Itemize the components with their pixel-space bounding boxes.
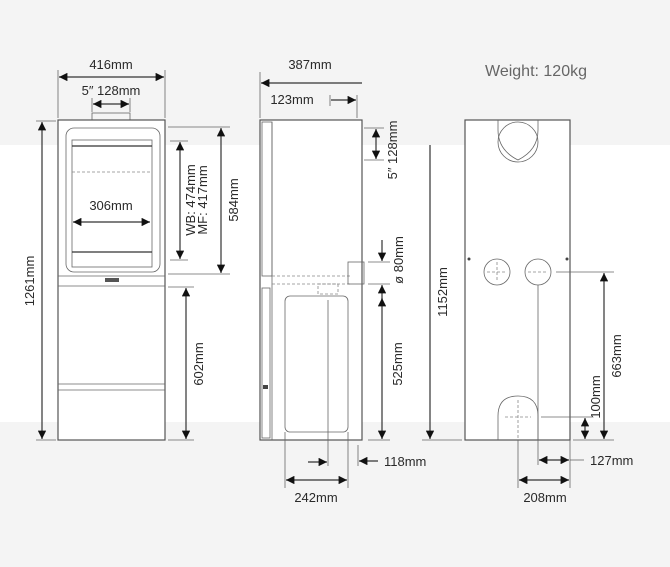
glass-height-mf-label: MF: 417mm <box>195 165 210 234</box>
front-view: 416mm 5″ 128mm 1261mm 306mm WB: 474mm MF… <box>22 57 241 441</box>
front-height-label: 1261mm <box>22 256 37 307</box>
rear-inlet-offset-label: 127mm <box>590 453 633 468</box>
front-flue-label: 5″ 128mm <box>82 83 141 98</box>
inlet-offset-label: 118mm <box>384 454 426 469</box>
base-width-label: 242mm <box>294 490 337 505</box>
firebox-height-label: 584mm <box>226 178 241 221</box>
bottom-band <box>0 422 670 567</box>
side-flue-offset-label: 123mm <box>270 92 313 107</box>
side-view: 387mm 123mm 5″ 128mm ø 80mm 525mm 118mm … <box>259 57 426 505</box>
side-depth-label: 387mm <box>288 57 331 72</box>
glass-height-wb-label: WB: 474mm <box>183 164 198 236</box>
side-flue-label: 5″ 128mm <box>385 121 400 180</box>
front-width-label: 416mm <box>89 57 132 72</box>
arch-offset-label: 208mm <box>523 490 566 505</box>
inlet-height-label: 525mm <box>390 342 405 385</box>
air-inlet-label: ø 80mm <box>391 236 406 284</box>
base-height-label: 602mm <box>191 342 206 385</box>
weight-label: Weight: 120kg <box>485 63 587 80</box>
glass-width-label: 306mm <box>89 198 132 213</box>
arch-height-label: 100mm <box>588 375 603 418</box>
rear-inlet-height-label: 663mm <box>609 334 624 377</box>
rear-flue-height-label: 1152mm <box>435 267 450 317</box>
rear-view: 1152mm 663mm 100mm 127mm 208mm <box>422 119 633 505</box>
